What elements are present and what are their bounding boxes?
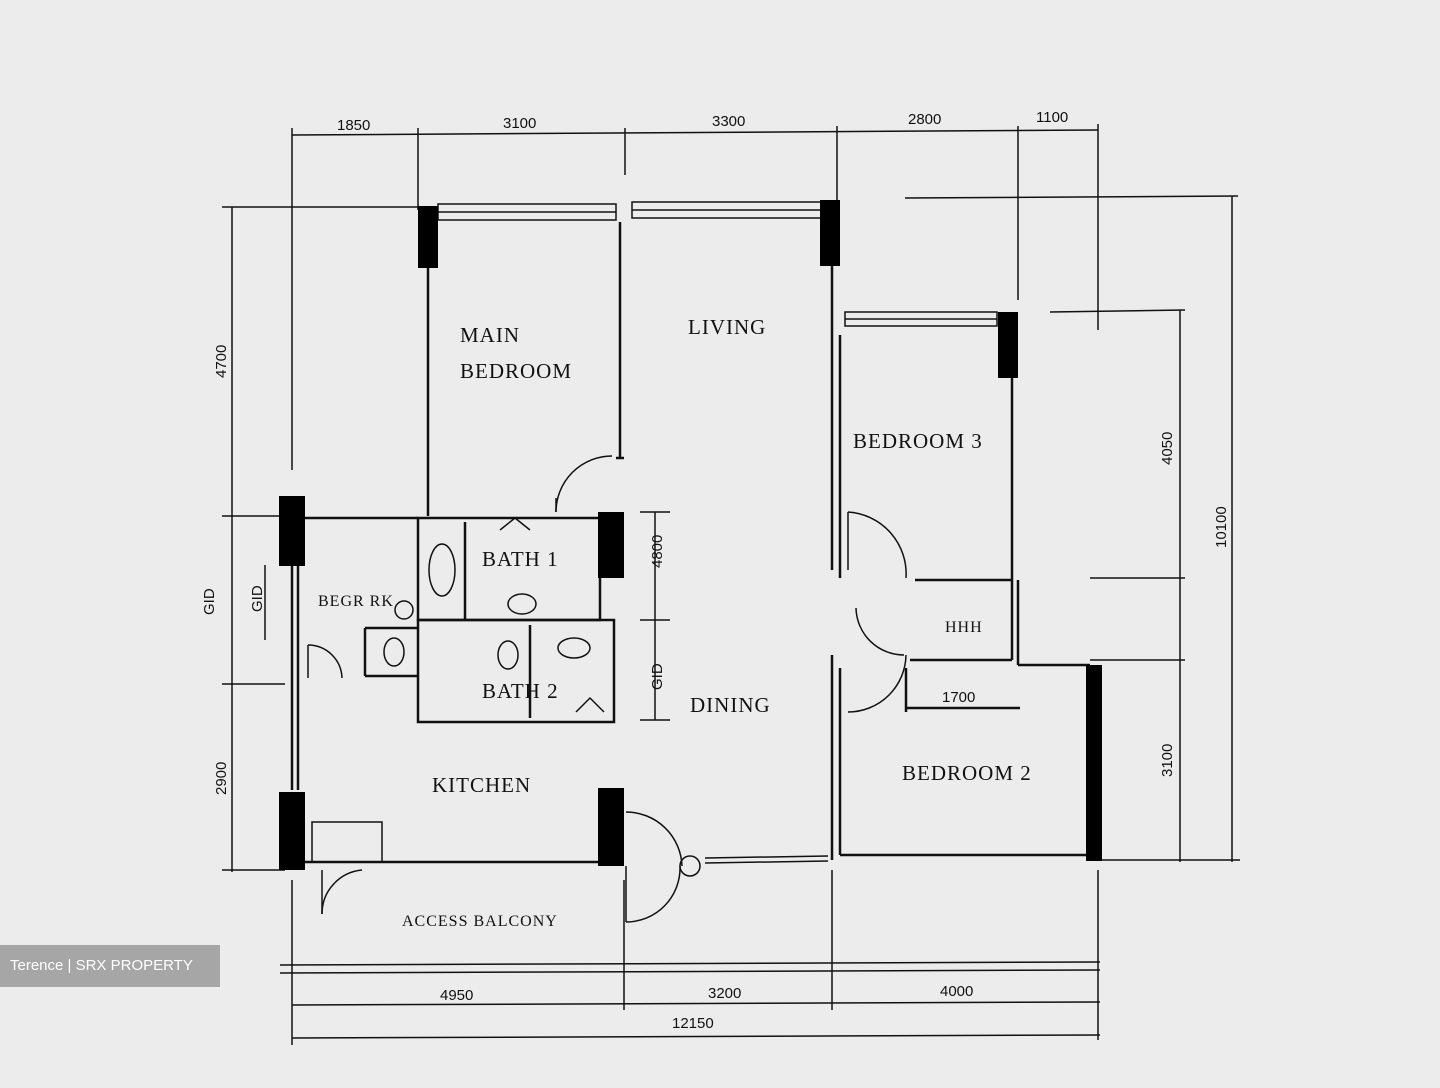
room-kitchen: KITCHEN <box>432 773 531 797</box>
room-bomb-shelter: BEGR RK <box>318 593 394 610</box>
right-dimension-chain <box>904 195 1240 862</box>
room-main-bedroom-line1: MAIN <box>460 323 520 347</box>
doors <box>307 455 907 923</box>
top-dimension-chain <box>291 124 1099 470</box>
dim-top-4: 2800 <box>908 111 941 128</box>
dim-bottom-3: 4000 <box>940 983 973 1000</box>
dim-right-1: 4050 <box>1159 432 1176 465</box>
room-main-bedroom-line2: BEDROOM <box>460 359 572 383</box>
dim-top-3: 3300 <box>712 113 745 130</box>
bottom-dimension-chain <box>279 870 1101 1045</box>
watermark: Terence | SRX PROPERTY <box>0 945 220 987</box>
room-access-balcony: ACCESS BALCONY <box>402 913 558 930</box>
dim-store-width: 1700 <box>942 689 975 706</box>
dim-bottom-2: 3200 <box>708 985 741 1002</box>
room-store: HHH <box>945 619 983 636</box>
room-bedroom-3: BEDROOM 3 <box>853 429 983 453</box>
dim-right-total: 10100 <box>1213 506 1230 548</box>
dim-top-2: 3100 <box>503 115 536 132</box>
dim-top-1: 1850 <box>337 117 370 134</box>
dim-bath-right-1: 4800 <box>649 535 666 568</box>
room-bath-1: BATH 1 <box>482 547 559 571</box>
dim-left-3: 2900 <box>213 762 230 795</box>
dim-left-2: GID <box>201 588 218 615</box>
room-dining: DINING <box>690 693 771 717</box>
dim-bottom-total: 12150 <box>672 1015 714 1032</box>
structural-columns <box>279 200 1102 870</box>
room-bedroom-2: BEDROOM 2 <box>902 761 1032 785</box>
dim-left-1: 4700 <box>213 345 230 378</box>
dim-bath-right-2: GID <box>649 663 666 690</box>
dim-bottom-1: 4950 <box>440 987 473 1004</box>
dim-left-inner: GID <box>249 585 266 612</box>
dim-right-2: 3100 <box>1159 744 1176 777</box>
dim-top-5: 1100 <box>1036 109 1068 126</box>
left-dimension-chain <box>222 206 418 872</box>
room-living: LIVING <box>688 315 766 339</box>
fixtures <box>383 543 701 877</box>
room-bath-2: BATH 2 <box>482 679 559 703</box>
